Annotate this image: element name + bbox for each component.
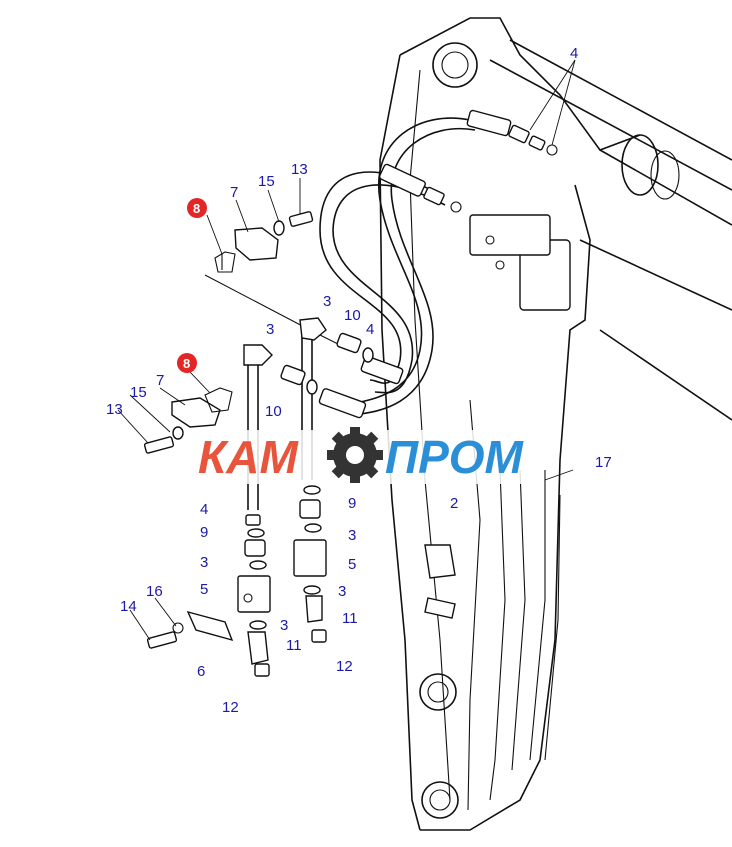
callout-7: 7 <box>230 184 238 201</box>
callout-labels: 4 13 15 7 8 3 10 4 3 8 7 15 13 10 17 2 4… <box>106 45 612 716</box>
callout-14: 14 <box>120 598 137 615</box>
callout-7: 7 <box>156 372 164 389</box>
callout-5: 5 <box>200 581 208 598</box>
callout-11: 11 <box>286 637 302 654</box>
callout-10: 10 <box>265 403 282 420</box>
callout-17: 17 <box>595 454 612 471</box>
logo-left-text: КАМ <box>198 431 299 483</box>
connectors <box>280 332 374 395</box>
callout-4: 4 <box>200 501 208 518</box>
lower-bracket-assembly <box>146 610 234 649</box>
callout-3: 3 <box>348 527 356 544</box>
callout-9: 9 <box>200 524 208 541</box>
callout-3: 3 <box>323 293 331 310</box>
callout-15: 15 <box>258 173 275 190</box>
kamprom-logo: КАМ ПРОМ <box>198 427 540 484</box>
upper-clamp-assembly <box>204 211 341 346</box>
callout-15: 15 <box>130 384 147 401</box>
callout-6: 6 <box>197 663 205 680</box>
boom-arm <box>379 17 732 831</box>
callout-13: 13 <box>106 401 123 418</box>
callout-8: 8 <box>183 356 190 371</box>
callout-13: 13 <box>291 161 308 178</box>
callout-8-highlight: 8 <box>187 198 207 218</box>
callout-11: 11 <box>342 610 358 627</box>
callout-10: 10 <box>344 307 361 324</box>
callout-9: 9 <box>348 495 356 512</box>
hydraulic-hoses <box>318 109 558 419</box>
callout-8-highlight: 8 <box>177 353 197 373</box>
callout-2: 2 <box>450 495 458 512</box>
callout-3: 3 <box>266 321 274 338</box>
leader-lines <box>117 59 576 641</box>
pipe-line-right <box>293 317 327 643</box>
middle-clamp-assembly <box>143 387 233 454</box>
callout-4: 4 <box>570 45 578 62</box>
callout-5: 5 <box>348 556 356 573</box>
callout-16: 16 <box>146 583 163 600</box>
callout-8: 8 <box>193 201 200 216</box>
callout-12: 12 <box>336 658 353 675</box>
callout-3: 3 <box>200 554 208 571</box>
callout-3: 3 <box>338 583 346 600</box>
pipe-line-left <box>237 344 273 677</box>
callout-4: 4 <box>366 321 374 338</box>
callout-12: 12 <box>222 699 239 716</box>
logo-right-text: ПРОМ <box>385 431 525 483</box>
gear-icon <box>327 427 383 483</box>
callout-3: 3 <box>280 617 288 634</box>
